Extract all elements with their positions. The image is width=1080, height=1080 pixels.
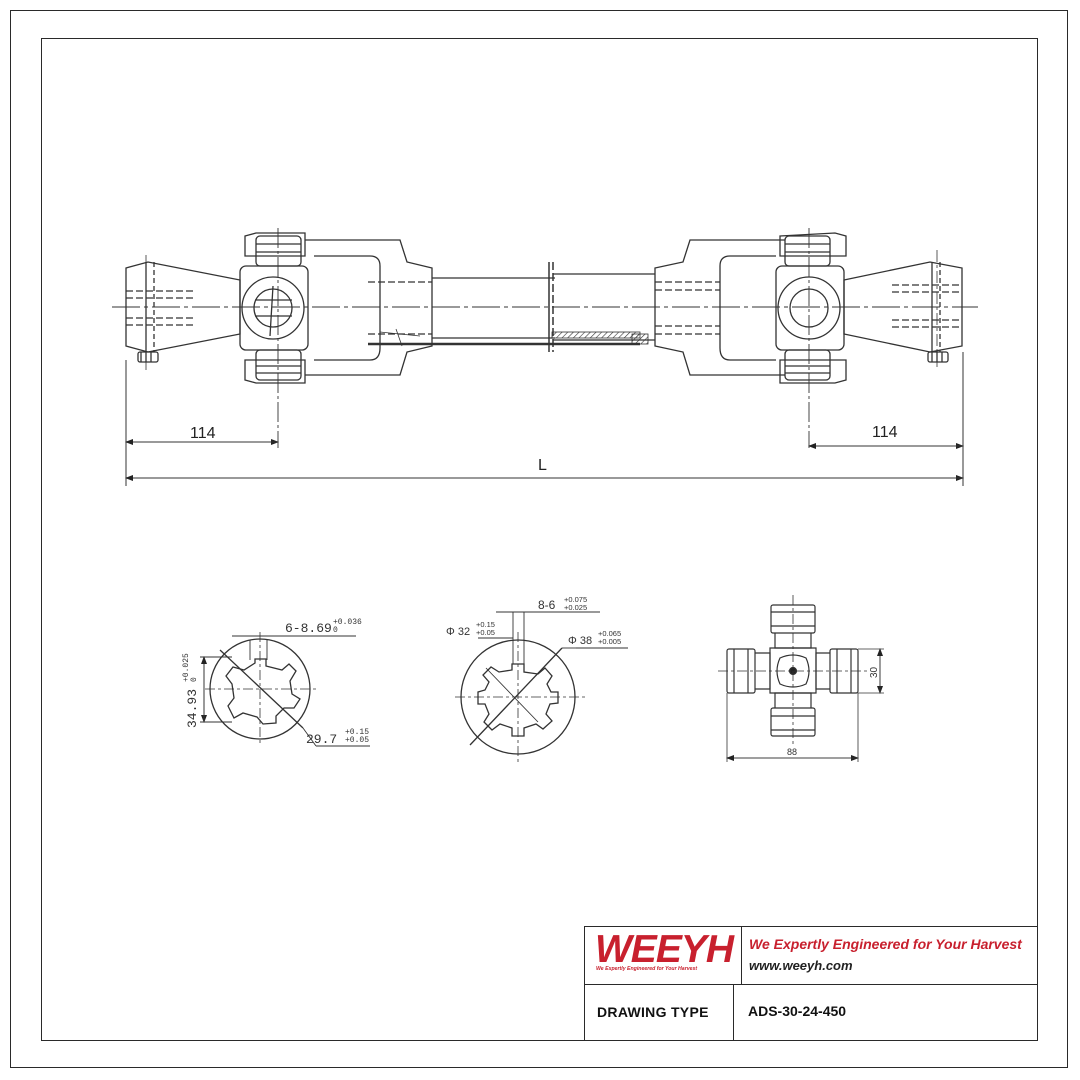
section-b-spline-dim: 8-6 xyxy=(538,598,556,612)
website-link[interactable]: www.weeyh.com xyxy=(749,958,853,973)
main-dimensions xyxy=(125,352,964,486)
inner-border xyxy=(41,38,1038,1041)
section-b-major-tol-lower: +0.005 xyxy=(598,637,621,646)
company-slogan: We Expertly Engineered for Your Harvest xyxy=(749,936,1022,952)
telescopic-joint xyxy=(548,262,649,352)
section-b-minor-tol-lower: +0.05 xyxy=(476,628,495,637)
dim-right-114: 114 xyxy=(872,424,898,441)
dim-overall-l: L xyxy=(538,457,547,474)
section-b-major-dim: Φ 38 xyxy=(568,635,592,647)
inner-tube xyxy=(368,277,640,347)
title-block: WEEYH We Expertly Engineered for Your Ha… xyxy=(584,926,1038,1041)
cross-dim-30: 30 xyxy=(869,666,880,678)
universal-joint-cross-view xyxy=(718,595,884,762)
driveshaft-side-view xyxy=(112,228,978,486)
section-b-minor-tol-upper: +0.15 xyxy=(476,620,495,629)
section-a-height-label: 34.93 +0.025 0 xyxy=(182,653,200,728)
section-b-spline-tol-upper: +0.075 xyxy=(564,595,587,604)
logo-cell: WEEYH We Expertly Engineered for Your Ha… xyxy=(585,927,742,984)
right-yoke xyxy=(775,232,963,384)
section-a-spline-dim: 6-8.69 xyxy=(285,621,332,636)
section-a-inner-dim: 29.7 xyxy=(306,732,337,747)
right-fork xyxy=(654,239,785,376)
outer-tube xyxy=(553,273,655,341)
spline-bore-section-6 xyxy=(200,632,370,747)
drawing-type-label: DRAWING TYPE xyxy=(597,1004,709,1020)
section-a-inner-tol-lower: +0.05 xyxy=(345,736,369,745)
section-a-spline-tol-upper: +0.036 xyxy=(333,618,362,627)
section-a-inner-tol-upper: +0.15 xyxy=(345,728,369,737)
outer-border xyxy=(10,10,1068,1068)
section-b-minor-dim: Φ 32 xyxy=(446,626,470,638)
section-a-spline-tol-lower: 0 xyxy=(333,626,338,635)
cross-height-label: 30 xyxy=(869,666,880,678)
title-block-header-row: WEEYH We Expertly Engineered for Your Ha… xyxy=(585,927,1037,985)
dim-left-114: 114 xyxy=(190,425,216,442)
section-a-height-tol-upper: +0.025 xyxy=(182,653,191,682)
section-a-height-dim: 34.93 xyxy=(185,689,200,728)
drawing-type-cell: DRAWING TYPE xyxy=(585,984,734,1040)
brand-logo: WEEYH xyxy=(595,928,734,971)
spline-bore-section-8 xyxy=(455,611,628,765)
section-a-height-tol-lower: 0 xyxy=(190,677,199,682)
drawing-number: ADS-30-24-450 xyxy=(748,1003,847,1019)
section-b-major-tol-upper: +0.065 xyxy=(598,629,621,638)
cross-dim-88: 88 xyxy=(787,747,797,757)
section-b-spline-tol-lower: +0.025 xyxy=(564,603,587,612)
left-fork xyxy=(305,239,433,376)
logo-tagline: We Expertly Engineered for Your Harvest xyxy=(596,966,698,972)
left-yoke xyxy=(125,232,309,384)
